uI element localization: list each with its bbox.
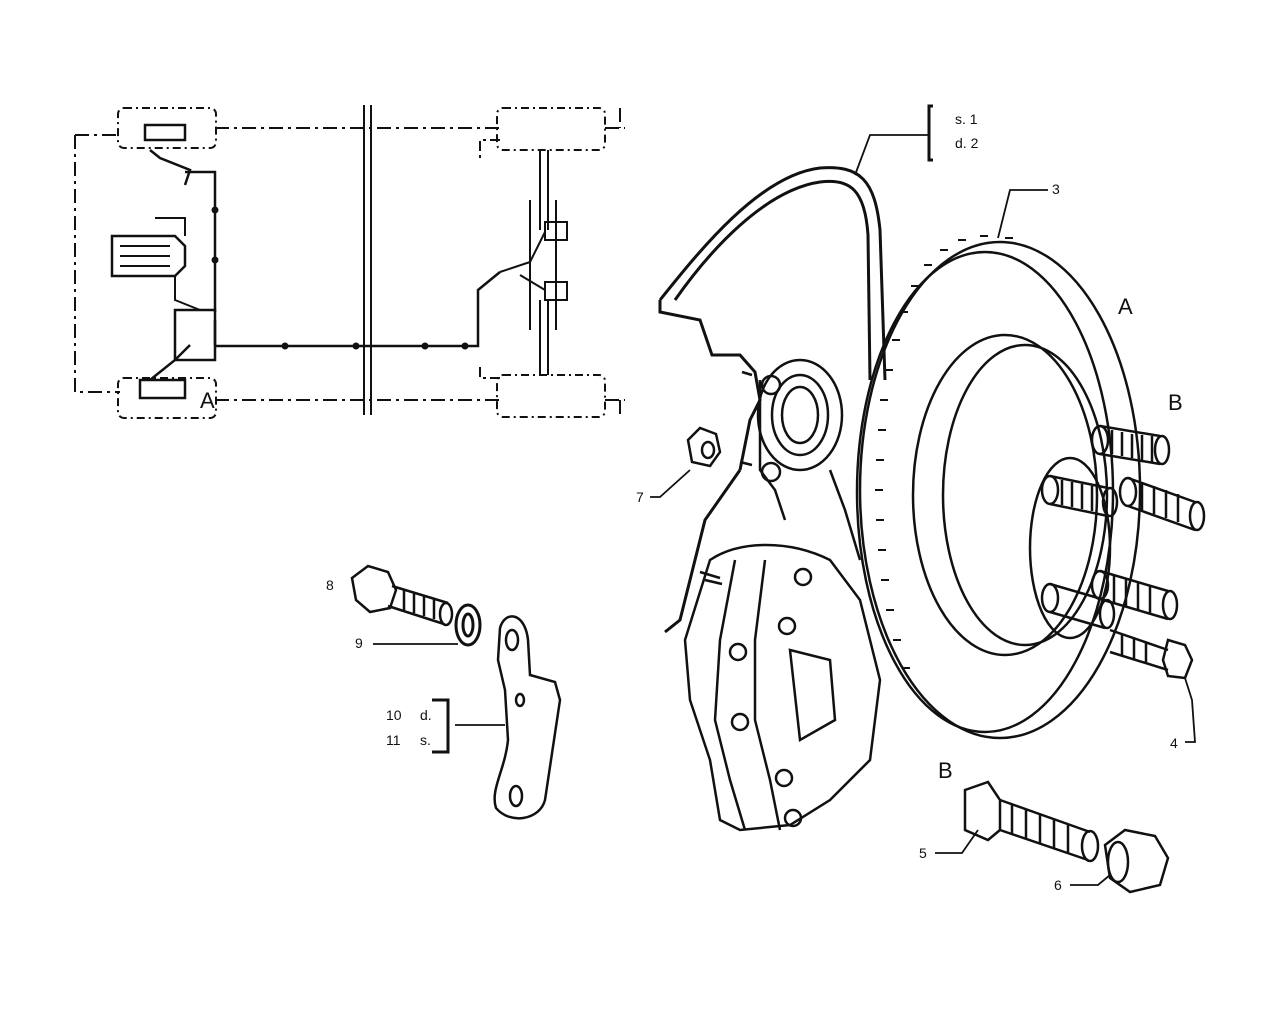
callout-3: 3 — [1052, 181, 1060, 197]
nut-6 — [1103, 828, 1170, 894]
brake-caliper — [683, 543, 882, 832]
callout-7: 7 — [636, 489, 644, 505]
pressure-valve — [173, 308, 217, 362]
caliper-bolt-5 — [963, 780, 1100, 863]
letter-b-bolt: B — [938, 758, 953, 783]
callout-9: 9 — [355, 635, 363, 651]
rear-axle — [539, 150, 549, 375]
letter-b-studs: B — [1168, 390, 1183, 415]
callout-10-number: 10 — [386, 707, 402, 723]
nut-7 — [686, 426, 722, 468]
callout-8: 8 — [326, 577, 334, 593]
callout-10-side: d. — [420, 707, 432, 723]
leader-5 — [935, 829, 979, 854]
master-cylinder — [110, 234, 187, 278]
bolt-8 — [350, 564, 454, 627]
hub-knuckle — [739, 358, 862, 561]
callout-2: d. 2 — [955, 135, 979, 151]
callout-5: 5 — [919, 845, 927, 861]
chassis-outline — [74, 108, 625, 415]
stud-lower-left — [1040, 582, 1116, 630]
letter-a-disc: A — [1118, 294, 1133, 319]
callout-1: s. 1 — [955, 111, 978, 127]
leader-7 — [650, 469, 691, 498]
dust-shield — [658, 166, 887, 634]
bracket-10-11 — [493, 615, 562, 820]
wheel-rear-left — [496, 107, 606, 151]
leader-6 — [1070, 874, 1111, 886]
letter-a-overview: A — [200, 388, 215, 413]
brake-line-front — [185, 170, 217, 345]
brake-disc — [855, 235, 1142, 740]
callout-4: 4 — [1170, 735, 1178, 751]
wheel-studs — [1040, 424, 1206, 680]
callout-leaders — [373, 104, 1196, 886]
wheel-front-right — [117, 377, 217, 419]
brake-line-main — [215, 271, 501, 348]
stud-middle-right — [1118, 476, 1206, 532]
leader-4 — [1184, 677, 1196, 743]
callout-6: 6 — [1054, 877, 1062, 893]
disc-vent-slots — [875, 235, 1013, 669]
wheel-front-left — [117, 107, 217, 149]
washer-9 — [454, 603, 482, 647]
callout-11-side: s. — [420, 732, 431, 748]
callout-11-number: 11 — [386, 732, 401, 748]
chassis-overview — [74, 105, 625, 419]
stud-top — [1090, 424, 1171, 466]
leader-1-2 — [854, 134, 930, 176]
hex-bolt-4 — [1109, 628, 1194, 680]
stud-middle-left — [1040, 474, 1119, 518]
wheel-rear-right — [496, 374, 606, 418]
leader-3 — [997, 189, 1048, 239]
